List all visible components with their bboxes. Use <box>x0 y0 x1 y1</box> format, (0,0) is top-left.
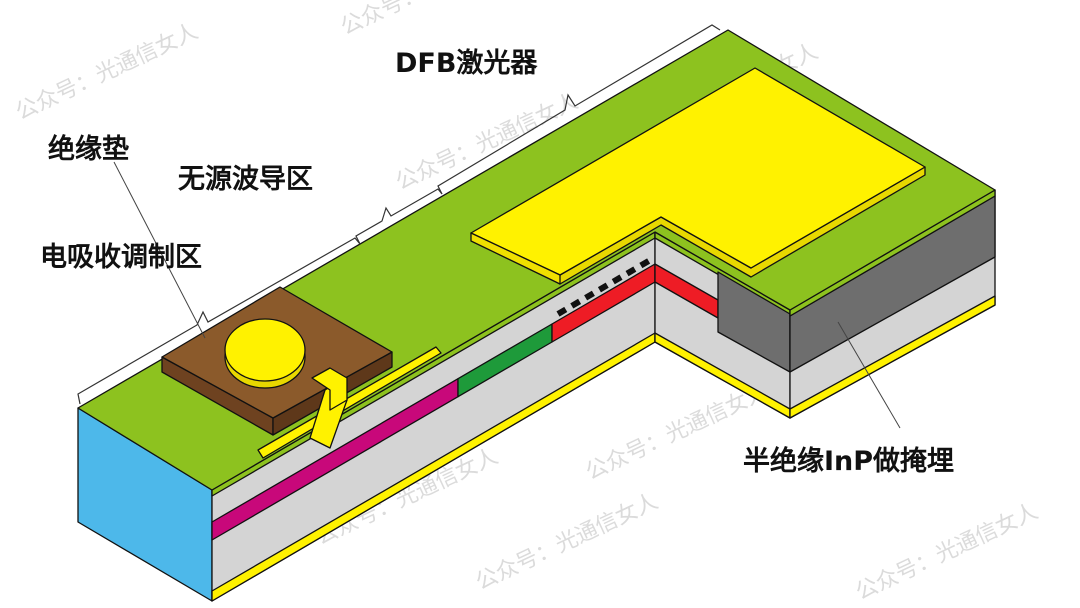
main-strip-front-face <box>211 231 656 602</box>
watermark: 公众号：光通信女人 <box>472 489 662 595</box>
right-block-side-face <box>789 189 996 419</box>
brace-dfb <box>437 24 721 195</box>
leader-insulating-pad <box>113 161 206 339</box>
right-block-front-face <box>654 231 791 419</box>
label-dfb-laser: DFB激光器 <box>395 47 538 79</box>
dfb-grating <box>556 256 654 317</box>
watermark: 公众号：光通信女人 <box>12 19 202 125</box>
eam-bond-pad <box>224 318 348 449</box>
brace-passive <box>355 188 443 245</box>
dfb-electrode <box>470 67 926 285</box>
watermark: 公众号：光通信女人 <box>337 0 527 40</box>
label-passive-waveguide: 无源波导区 <box>178 164 313 195</box>
brace-eam <box>77 237 361 405</box>
region-braces <box>77 24 721 405</box>
label-si-inp-buried: 半绝缘InP做掩埋 <box>743 445 954 477</box>
label-eam-region: 电吸收调制区 <box>40 242 202 273</box>
watermark: 公众号：光通信女人 <box>852 499 1042 605</box>
leader-si-inp <box>837 321 901 429</box>
eam-strip-electrode <box>257 346 442 459</box>
label-insulating-pad: 绝缘垫 <box>48 133 129 165</box>
